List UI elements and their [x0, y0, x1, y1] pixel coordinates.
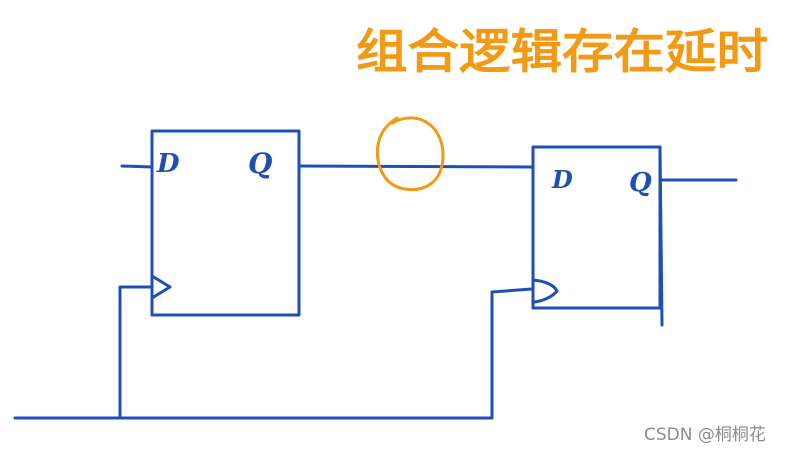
- input-wire: [120, 164, 154, 169]
- flipflop-2-q-label: Q: [629, 168, 652, 198]
- flipflop-1: D Q: [150, 129, 301, 317]
- clock-wire: [13, 287, 534, 420]
- flipflop-2-d-label: D: [551, 165, 573, 194]
- delay-annotation: 组合逻辑存在延时: [356, 25, 768, 80]
- flipflop-1-d-label: D: [156, 149, 180, 179]
- watermark: CSDN @桐桐花: [644, 425, 766, 445]
- flipflop-2-body-edge: [658, 145, 664, 327]
- flipflop-2-body: [531, 145, 662, 310]
- flipflop-1-clock-triangle: [150, 274, 172, 300]
- flipflop-2-clock-triangle: [531, 278, 559, 304]
- data-wire: [297, 164, 535, 169]
- flipflop-2: D Q: [531, 145, 664, 327]
- combinational-logic-circle: [375, 116, 445, 192]
- flipflop-1-body: [150, 129, 301, 317]
- clock-branch-ff1: [118, 285, 152, 420]
- flipflop-1-q-label: Q: [248, 147, 272, 180]
